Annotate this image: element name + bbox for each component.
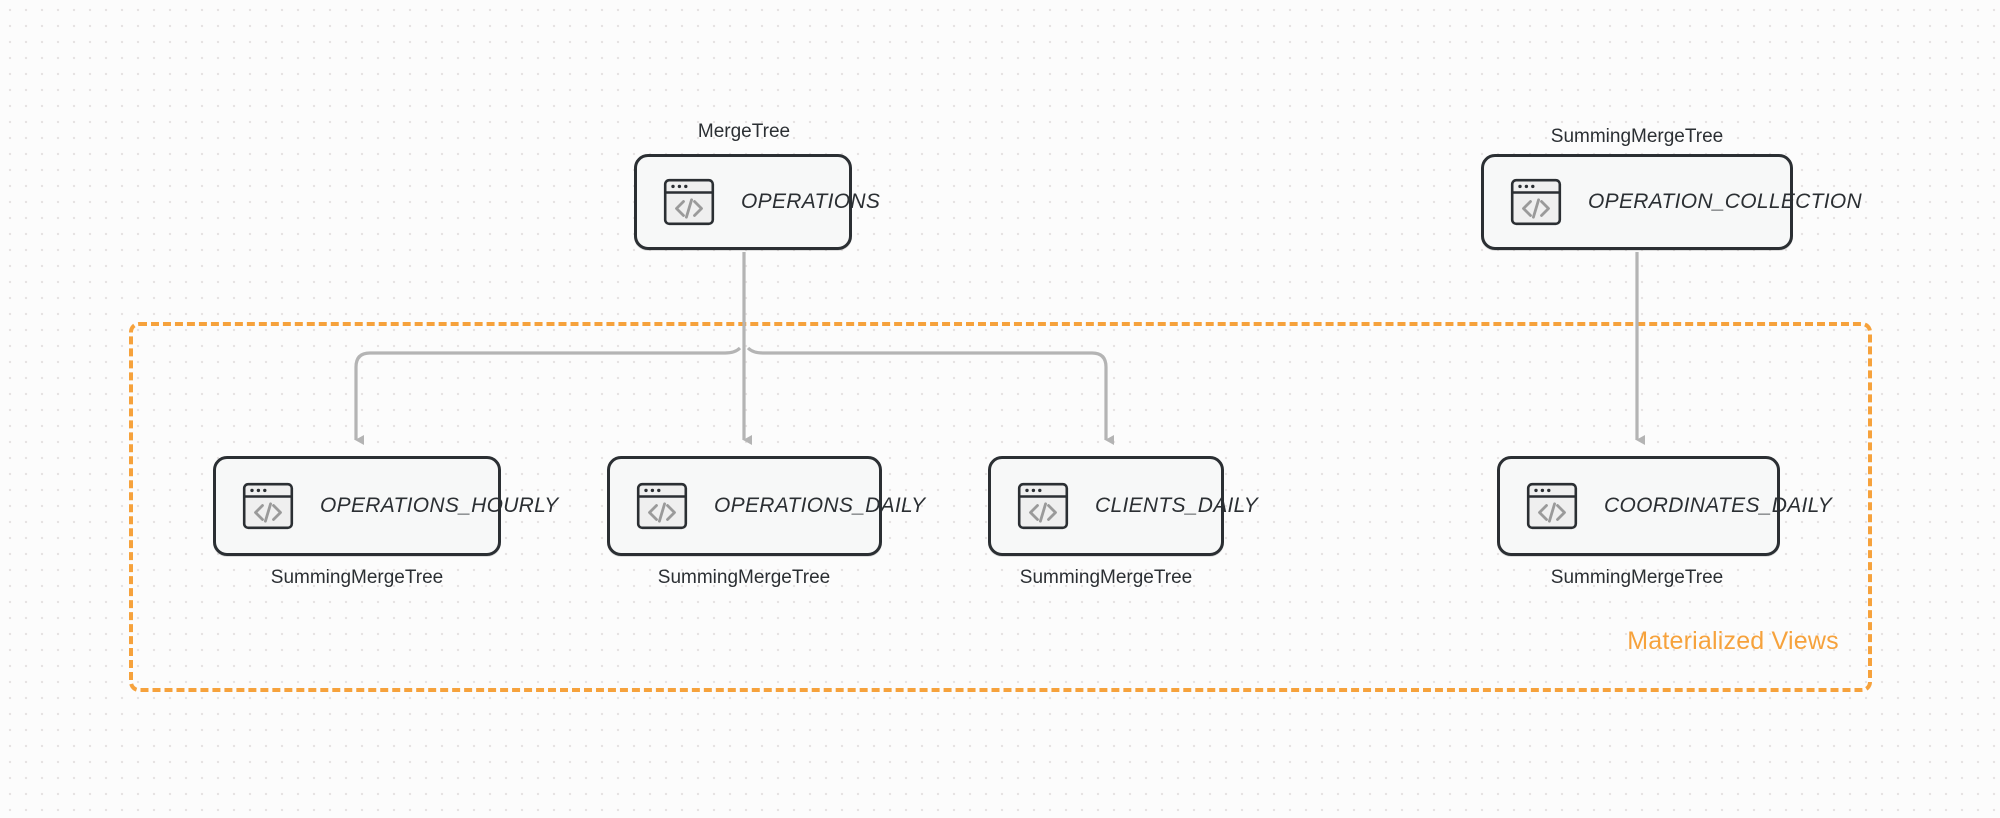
engine-caption-clients_daily: SummingMergeTree <box>1019 567 1193 588</box>
node-title: CLIENTS_DAILY <box>1095 494 1259 517</box>
node-operation_collection[interactable]: OPERATION_COLLECTION <box>1481 154 1862 250</box>
node-title: OPERATIONS_DAILY <box>714 494 926 517</box>
code-window-icon <box>663 178 715 226</box>
code-window-icon <box>1526 482 1578 530</box>
node-operations_daily[interactable]: OPERATIONS_DAILY <box>607 456 925 556</box>
materialized-views-group <box>129 322 1872 692</box>
engine-caption-operations_hourly: SummingMergeTree <box>270 567 444 588</box>
code-window-icon <box>242 482 294 530</box>
node-clients_daily[interactable]: CLIENTS_DAILY <box>988 456 1258 556</box>
node-title: OPERATION_COLLECTION <box>1588 190 1862 213</box>
code-window-icon <box>1017 482 1069 530</box>
engine-caption-coordinates_daily: SummingMergeTree <box>1550 567 1724 588</box>
engine-caption-operations_daily: SummingMergeTree <box>657 567 831 588</box>
node-title: OPERATIONS_HOURLY <box>320 494 559 517</box>
node-operations_hourly[interactable]: OPERATIONS_HOURLY <box>213 456 558 556</box>
engine-caption-operation_collection: SummingMergeTree <box>1550 126 1724 147</box>
node-title: OPERATIONS <box>741 190 881 213</box>
node-coordinates_daily[interactable]: COORDINATES_DAILY <box>1497 456 1832 556</box>
engine-caption-operations: MergeTree <box>697 121 791 142</box>
materialized-views-group-label: Materialized Views <box>1627 627 1839 655</box>
node-operations[interactable]: OPERATIONS <box>634 154 880 250</box>
code-window-icon <box>1510 178 1562 226</box>
node-title: COORDINATES_DAILY <box>1604 494 1832 517</box>
code-window-icon <box>636 482 688 530</box>
